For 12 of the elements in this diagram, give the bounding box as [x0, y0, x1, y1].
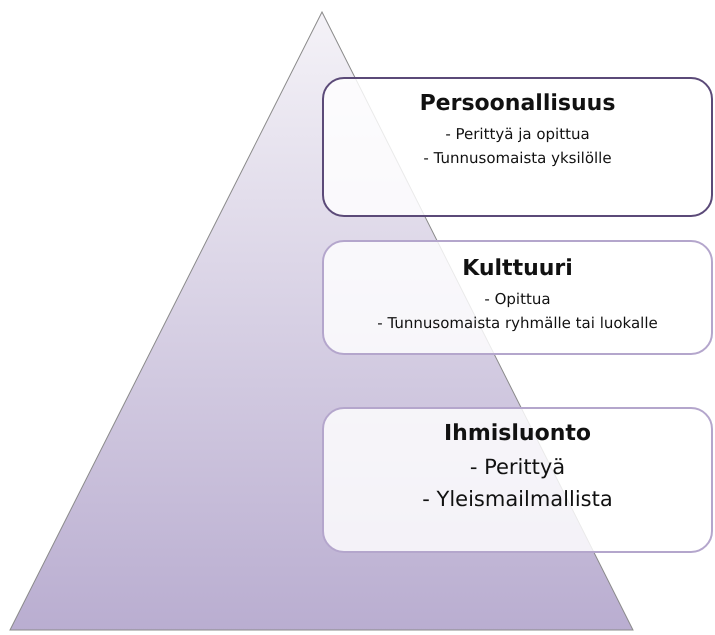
heading: Kulttuuri: [462, 256, 573, 282]
bullet-text: - Perittyä: [470, 455, 566, 481]
bullet-text: - Tunnusomaista yksilölle: [423, 149, 612, 168]
bullet-text: - Yleismailmallista: [422, 486, 613, 512]
heading: Persoonallisuus: [420, 91, 616, 118]
heading: Ihmisluonto: [444, 421, 592, 448]
bullet-text: - Perittyä ja opittua: [445, 125, 590, 144]
text-box: [322, 240, 713, 355]
text-box: [322, 407, 713, 553]
text-box: [322, 77, 713, 217]
bullet-text: - Opittua: [484, 290, 551, 308]
bullet-text: - Tunnusomaista ryhmälle tai luokalle: [377, 314, 658, 332]
